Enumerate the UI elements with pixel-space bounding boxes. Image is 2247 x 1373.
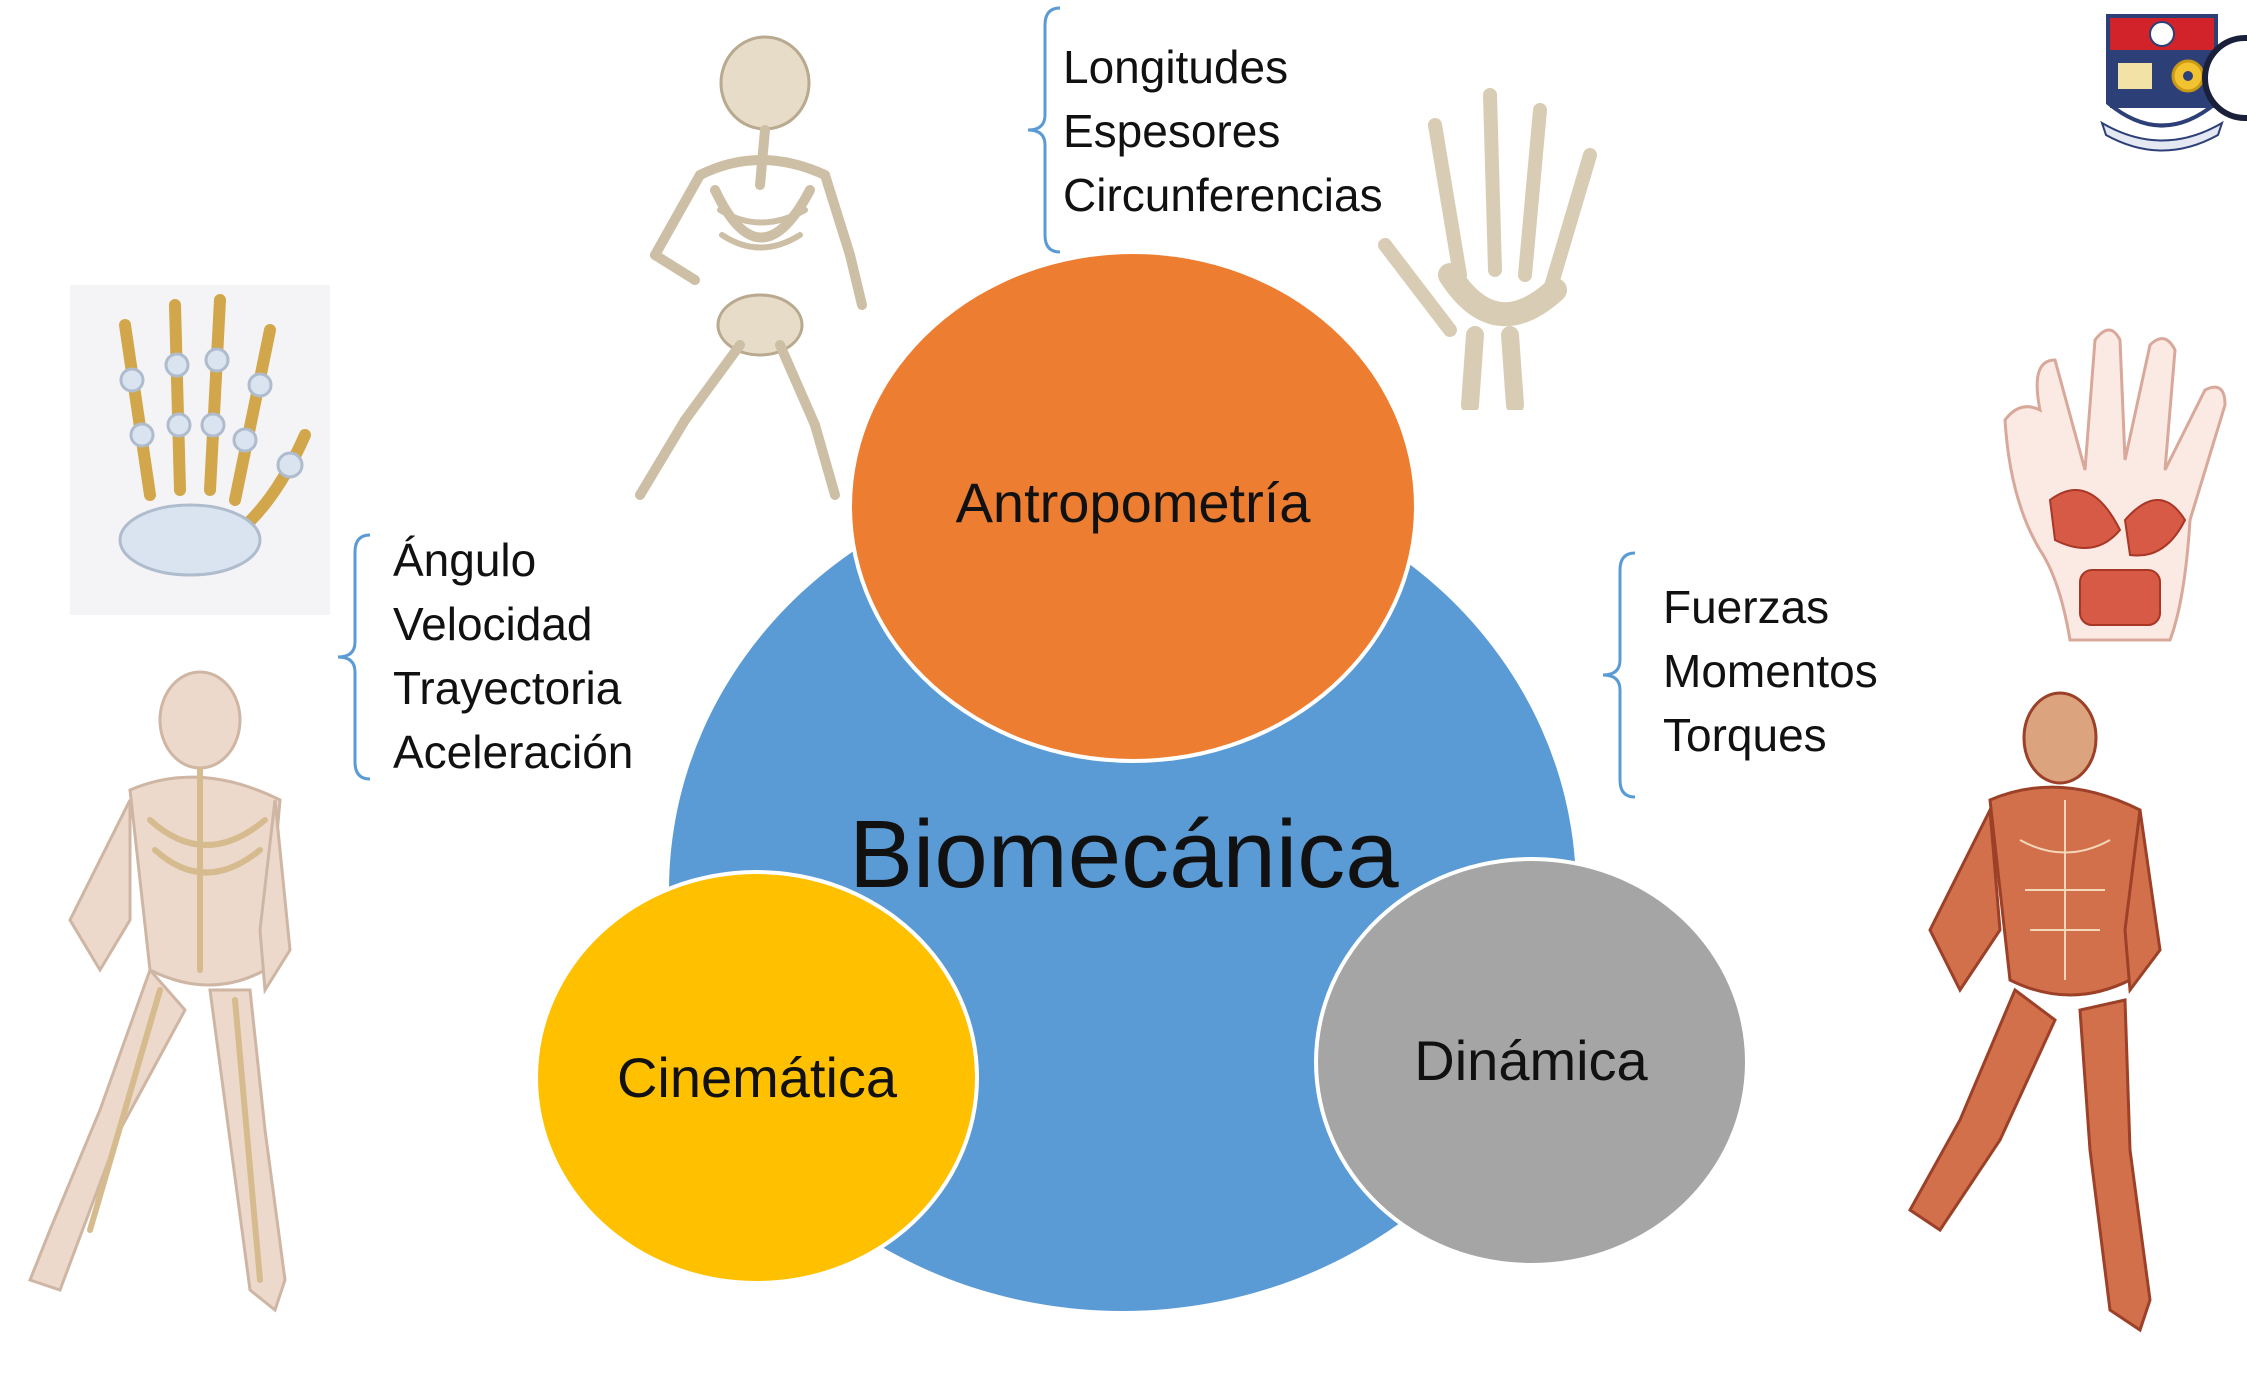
dinamica-brace bbox=[1595, 550, 1640, 800]
cinematica-list: Ángulo Velocidad Trayectoria Aceleración bbox=[393, 528, 633, 784]
list-item: Velocidad bbox=[393, 592, 633, 656]
list-item: Trayectoria bbox=[393, 656, 633, 720]
antropometria-brace bbox=[1020, 5, 1065, 255]
antropometria-list: Longitudes Espesores Circunferencias bbox=[1063, 35, 1383, 227]
biomecanica-label: Biomecánica bbox=[849, 800, 1399, 910]
list-item: Momentos bbox=[1663, 639, 1878, 703]
skeletal-runner-icon bbox=[10, 670, 310, 1350]
list-item: Circunferencias bbox=[1063, 163, 1383, 227]
hand-muscles-icon bbox=[2000, 320, 2245, 650]
hand-joints-icon bbox=[70, 285, 330, 615]
list-item: Torques bbox=[1663, 703, 1878, 767]
skeleton-runner-icon bbox=[600, 25, 880, 515]
dinamica-list: Fuerzas Momentos Torques bbox=[1663, 575, 1878, 767]
muscular-runner-icon bbox=[1890, 690, 2170, 1370]
university-crest-icon bbox=[2100, 8, 2247, 163]
skeleton-hand-icon bbox=[1375, 85, 1615, 410]
cinematica-brace bbox=[330, 532, 375, 782]
list-item: Espesores bbox=[1063, 99, 1383, 163]
dinamica-label: Dinámica bbox=[1366, 1028, 1696, 1093]
antropometria-label: Antropometría bbox=[943, 470, 1323, 535]
list-item: Aceleración bbox=[393, 720, 633, 784]
list-item: Fuerzas bbox=[1663, 575, 1878, 639]
list-item: Ángulo bbox=[393, 528, 633, 592]
cinematica-label: Cinemática bbox=[582, 1045, 932, 1110]
list-item: Longitudes bbox=[1063, 35, 1383, 99]
